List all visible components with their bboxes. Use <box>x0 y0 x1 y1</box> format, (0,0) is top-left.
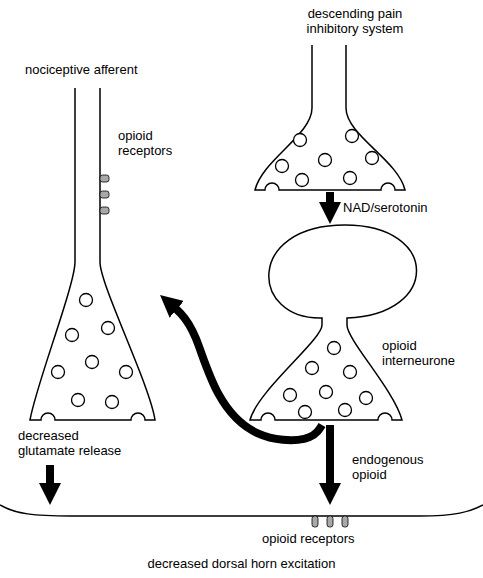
connector-arrow <box>46 465 54 491</box>
vesicle <box>339 404 352 417</box>
receptor-symbol <box>327 516 333 527</box>
receptor-symbol <box>312 516 318 527</box>
node-graphics <box>250 225 417 420</box>
node-label: decreased dorsal horn excitation <box>0 556 483 571</box>
vesicle <box>66 329 79 342</box>
vesicle <box>106 396 119 409</box>
annotation-label: opioid receptors <box>118 128 188 158</box>
annotation-label: opioid receptors <box>262 531 382 546</box>
vesicle <box>102 322 115 335</box>
neuron-outline <box>255 45 405 190</box>
vesicle <box>296 174 309 187</box>
vesicle <box>344 172 357 185</box>
node-outline <box>15 58 160 465</box>
receptor-symbol <box>100 175 109 182</box>
node-graphics <box>255 45 405 190</box>
neuron-node: opioid interneurone <box>245 224 475 425</box>
receptor-symbol <box>342 516 348 527</box>
vesicle <box>319 154 332 167</box>
edge-label: NAD/serotonin <box>343 200 463 215</box>
vesicle <box>328 342 341 355</box>
vesicle <box>80 294 93 307</box>
vesicle <box>346 130 359 143</box>
vesicle <box>276 160 289 173</box>
vesicle <box>344 366 357 379</box>
node-label: descending pain inhibitory system <box>290 6 420 36</box>
node-label: opioid interneurone <box>382 338 472 368</box>
membrane-line <box>0 505 483 516</box>
node-graphics <box>0 505 483 527</box>
node-outline <box>245 224 475 425</box>
vesicle <box>299 406 312 419</box>
vesicle <box>72 394 85 407</box>
edge-label: decreased glutamate release <box>18 428 130 458</box>
membrane-band: decreased dorsal horn excitation <box>0 505 483 578</box>
vesicle <box>52 366 65 379</box>
receptor-symbol <box>100 207 109 214</box>
edge-label: endogenous opioid <box>352 452 432 482</box>
receptor-symbol <box>100 191 109 198</box>
vesicle <box>320 386 333 399</box>
neuron-node: descending pain inhibitory system <box>250 0 425 192</box>
node-label: nociceptive afferent <box>25 62 165 77</box>
vesicle <box>294 134 307 147</box>
connector-arrow <box>171 304 322 440</box>
vesicle <box>120 366 133 379</box>
neuron-outline <box>250 225 417 420</box>
vesicle <box>366 152 379 165</box>
vesicle <box>86 356 99 369</box>
neuron-node: nociceptive afferent <box>15 58 160 465</box>
vesicle <box>306 362 319 375</box>
vesicle <box>360 392 373 405</box>
connector-arrow <box>326 192 334 210</box>
vesicle <box>284 389 297 402</box>
connector-arrow <box>326 425 334 491</box>
